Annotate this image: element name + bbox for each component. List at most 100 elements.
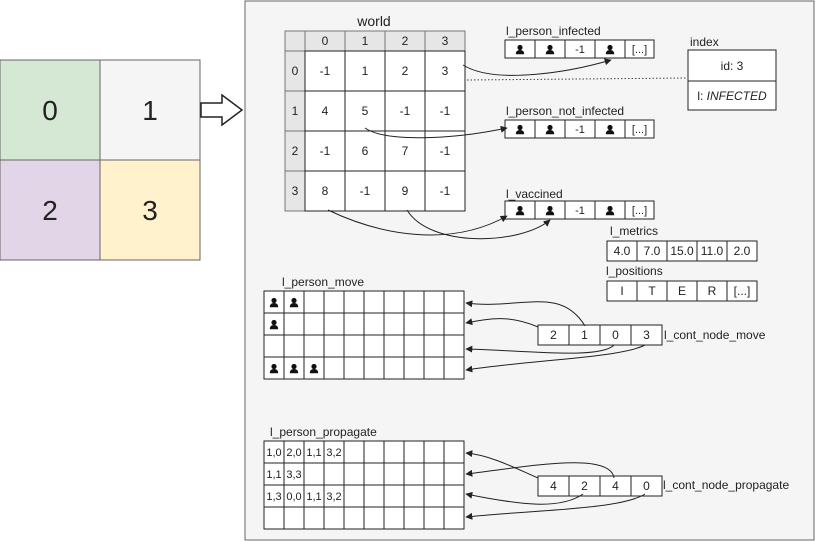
value-cell-text: 15.0 (670, 244, 694, 258)
world-cell-value: 8 (322, 184, 329, 198)
list-cell-value: [...] (632, 205, 647, 217)
propagate-cell (443, 440, 465, 464)
world-cell-value: 4 (322, 104, 329, 118)
cont-node-propagate-label: l_cont_node_propagate (663, 478, 789, 492)
hollow-arrow-icon (200, 93, 244, 127)
move-cell (443, 312, 465, 336)
world-cell (384, 90, 426, 132)
propagate-cell (403, 506, 425, 530)
propagate-cell (443, 506, 465, 530)
move-cell (343, 312, 365, 336)
value-cell-text: 1 (581, 328, 588, 342)
propagate-cell (383, 506, 405, 530)
propagate-cell (383, 440, 405, 464)
move-cell (443, 356, 465, 380)
vaccined-list-label: l_vaccined (506, 187, 563, 201)
world-cell-value: -1 (320, 64, 331, 78)
value-cell-text: 2.0 (734, 244, 751, 258)
move-cell (443, 334, 465, 358)
arrow-prop-3 (465, 493, 646, 520)
index-l-prefix: l: (697, 89, 706, 103)
index-title: index (690, 35, 719, 49)
value-cell (726, 240, 758, 262)
world-cell (424, 170, 466, 212)
list-cell-value: [...] (632, 124, 647, 136)
move-cell (383, 334, 405, 358)
world-cell-value: -1 (400, 104, 411, 118)
value-cell-text: 4 (550, 479, 557, 493)
move-cell (423, 312, 445, 336)
grid-2x2: 0 1 2 3 (0, 59, 201, 261)
propagate-cell (403, 484, 425, 508)
arrow-world-to-infected (462, 58, 612, 76)
propagate-cell (343, 484, 365, 508)
value-cell-text: T (648, 284, 656, 298)
world-cell-value: 3 (442, 64, 449, 78)
move-cell (263, 334, 285, 358)
move-cell (303, 334, 325, 358)
arrow-move-3 (465, 344, 646, 373)
value-cell-text: 4 (612, 479, 619, 493)
propagate-cell (383, 484, 405, 508)
world-col-header: 0 (322, 34, 329, 48)
list-cell (624, 200, 655, 220)
move-cell (283, 312, 305, 336)
move-cell (423, 356, 445, 380)
world-cell-value: -1 (440, 144, 451, 158)
world-cell-value: -1 (440, 184, 451, 198)
propagate-cell (403, 462, 425, 486)
move-cell (363, 290, 385, 314)
propagate-cell (423, 462, 445, 486)
propagate-cell-value: 1,1 (306, 447, 321, 459)
world-cell (304, 170, 346, 212)
grid-cell-1 (99, 59, 201, 161)
propagate-cell (323, 462, 345, 486)
value-cell-text: R (708, 284, 717, 298)
world-cell-value: 7 (402, 144, 409, 158)
propagate-cell (383, 462, 405, 486)
person-propagate-label: l_person_propagate (270, 425, 377, 439)
index-l: l: INFECTED (697, 89, 767, 103)
move-cell (363, 312, 385, 336)
move-cell (403, 312, 425, 336)
arrow-move-2 (465, 344, 615, 354)
list-cell-value: [...] (632, 44, 647, 56)
arrow-prop-1 (465, 491, 584, 505)
world-cell-value: 5 (362, 104, 369, 118)
move-cell (343, 290, 365, 314)
propagate-cell (283, 506, 305, 530)
world-cell (344, 170, 386, 212)
move-cell (403, 334, 425, 358)
person-move-grid (263, 290, 465, 380)
move-cell (383, 312, 405, 336)
world-cell (344, 50, 386, 92)
propagate-cell (263, 506, 285, 530)
propagate-cell (403, 440, 425, 464)
arrow-world-to-vaccined-1 (327, 209, 508, 236)
propagate-cell (423, 506, 445, 530)
propagate-cell-value: 3,3 (286, 469, 301, 481)
move-cell (383, 290, 405, 314)
value-cell-text: E (678, 284, 686, 298)
grid-cell-3-label: 3 (142, 195, 158, 226)
positions-label: l_positions (606, 264, 663, 278)
grid-cell-3 (99, 159, 201, 261)
world-row-header: 3 (292, 184, 299, 198)
value-cell-text: [...] (734, 284, 751, 298)
propagate-cell (363, 462, 385, 486)
propagate-cell-value: 1,3 (266, 491, 281, 503)
value-cell (726, 280, 758, 302)
value-cell-text: 7.0 (644, 244, 661, 258)
world-row-header: 1 (292, 104, 299, 118)
world-cell (384, 50, 426, 92)
world-row-header: 0 (292, 64, 299, 78)
grid-cell-2-label: 2 (42, 195, 58, 226)
index-l-value: INFECTED (707, 89, 767, 103)
world-cell-value: 6 (362, 144, 369, 158)
connector-arrows (327, 58, 646, 520)
move-cell (323, 356, 345, 380)
